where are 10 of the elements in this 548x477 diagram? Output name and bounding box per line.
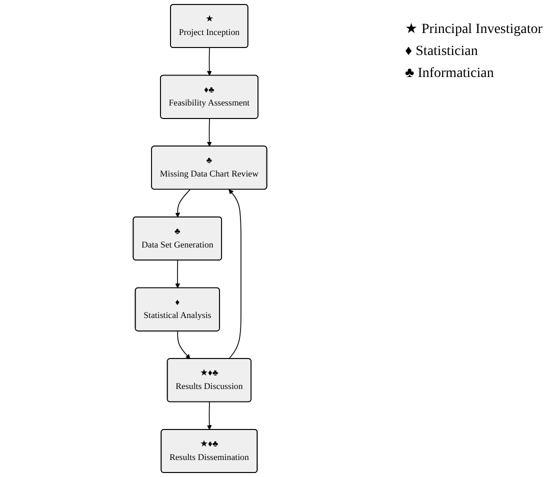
arrow <box>206 402 212 430</box>
legend-text: ★ Principal Investigator <box>405 21 544 38</box>
arrow <box>175 189 190 218</box>
arrow <box>175 260 180 288</box>
legend-text: ♦ Statistician <box>405 44 479 60</box>
legend-text: ♣ Informatician <box>405 66 495 82</box>
arrow <box>206 118 212 147</box>
arrow <box>228 189 242 360</box>
arrow <box>177 330 190 360</box>
arrow <box>206 47 212 76</box>
